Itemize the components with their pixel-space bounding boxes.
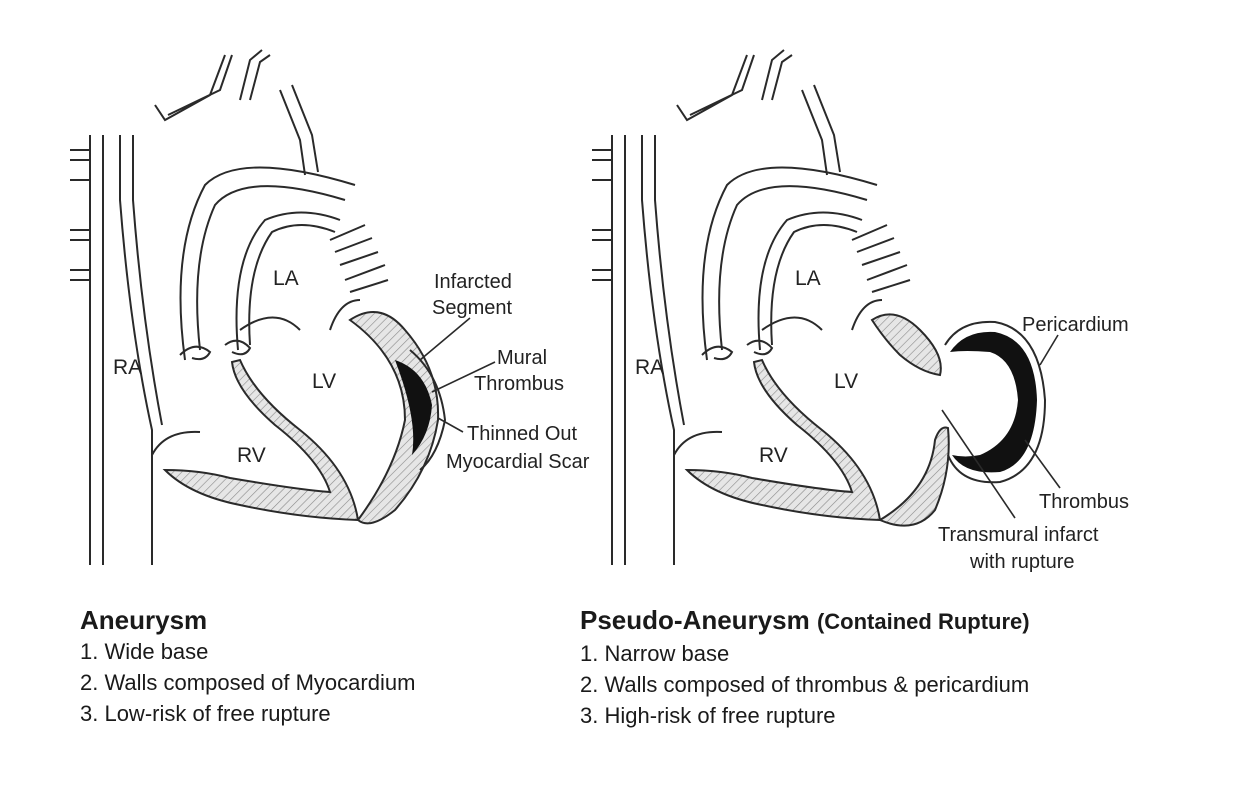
right-caption-subtitle: (Contained Rupture) — [816, 609, 1030, 634]
infarcted-label-2: Segment — [432, 297, 512, 319]
thrombus-layer — [950, 331, 1037, 473]
right-caption: Pseudo-Aneurysm (Contained Rupture) 1. N… — [580, 604, 1030, 731]
left-caption-item-3: 3. Low-risk of free rupture — [80, 701, 331, 726]
pericardium-label: Pericardium — [1022, 314, 1129, 336]
left-caption-title: Aneurysm — [80, 605, 208, 635]
pericardium-sac — [944, 320, 1047, 484]
left-caption: Aneurysm 1. Wide base 2. Walls composed … — [80, 604, 415, 729]
transmural-label-1: Transmural infarct — [938, 524, 1099, 546]
mural-thrombus — [395, 360, 432, 455]
right-caption-title-row: Pseudo-Aneurysm (Contained Rupture) — [580, 604, 1030, 638]
mural-label-2: Thrombus — [474, 373, 564, 395]
right-lv-label: LV — [834, 370, 858, 393]
transmural-label-2: with rupture — [969, 551, 1075, 573]
infarcted-label-1: Infarcted — [434, 271, 512, 293]
right-ra-label: RA — [635, 356, 664, 379]
right-caption-title: Pseudo-Aneurysm — [580, 605, 810, 635]
thrombus-label: Thrombus — [1039, 491, 1129, 513]
right-rv-label: RV — [759, 444, 788, 467]
left-lv-label: LV — [312, 370, 336, 393]
left-ra-label: RA — [113, 356, 142, 379]
left-caption-item-2: 2. Walls composed of Myocardium — [80, 670, 416, 695]
scar-label-2: Myocardial Scar — [446, 451, 590, 473]
scar-label-1: Thinned Out — [467, 423, 578, 445]
right-heart: RA LA LV RV Pericardium Thrombus Transmu… — [591, 49, 1129, 573]
right-la-label: LA — [795, 267, 821, 290]
right-caption-item-1: 1. Narrow base — [580, 641, 730, 666]
left-heart: RA LA LV RV Infarcted Segment Mural Thro… — [69, 49, 590, 566]
right-caption-item-2: 2. Walls composed of thrombus & pericard… — [580, 672, 1030, 697]
left-lv-wall — [348, 311, 440, 525]
left-la-label: LA — [273, 267, 299, 290]
mural-label-1: Mural — [497, 347, 547, 369]
left-rv-label: RV — [237, 444, 266, 467]
right-caption-item-3: 3. High-risk of free rupture — [580, 703, 836, 728]
left-caption-item-1: 1. Wide base — [80, 639, 209, 664]
